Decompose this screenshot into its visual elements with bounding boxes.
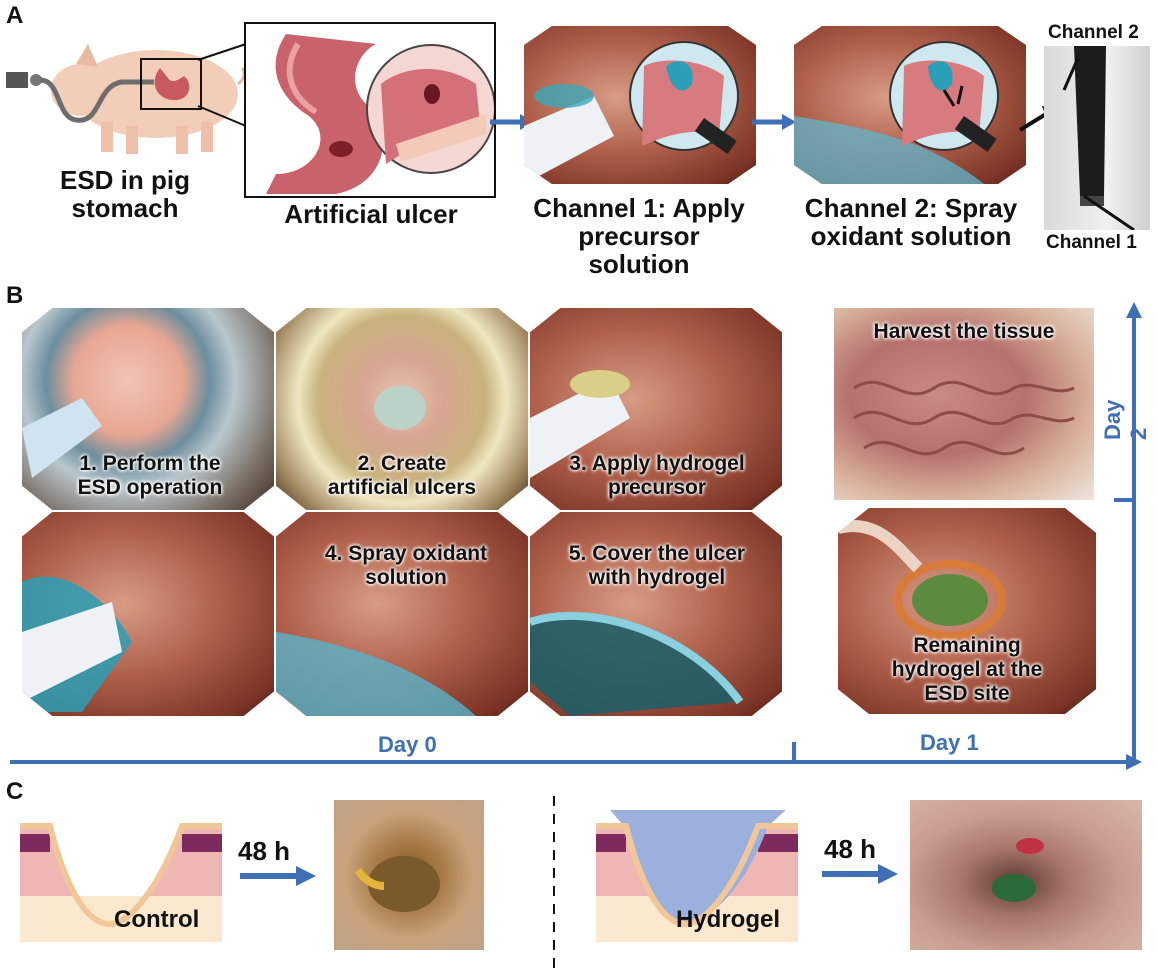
remaining-caption: Remaining hydrogel at the ESD site (891, 634, 1043, 705)
step2-image (276, 308, 528, 510)
step5-image (530, 512, 782, 716)
arrow-control (240, 866, 316, 886)
pig-stomach-zoom-box (140, 58, 202, 110)
zoom-lines (197, 43, 247, 127)
day1-label: Day 1 (920, 730, 979, 755)
channel1-label: Channel 1: Apply precursor solution (533, 193, 745, 279)
pig-illustration (6, 44, 246, 154)
arrow-to-channel2 (752, 114, 796, 130)
step1-image (22, 308, 274, 510)
pig-label: ESD in pig stomach (60, 165, 190, 223)
endoscope-tip-photo (1044, 46, 1150, 230)
day2-label: Day 2 (1100, 399, 1151, 440)
channel1-endoscope-image (524, 26, 756, 184)
panel-c-letter: C (6, 778, 24, 805)
time-right-label: 48 h (824, 834, 877, 864)
control-label: Control (114, 906, 200, 933)
control-48h-photo (334, 800, 484, 950)
panel-a-letter: A (6, 2, 24, 29)
step1-caption: 1. Perform the ESD operation (77, 452, 223, 499)
day0-label: Day 0 (378, 732, 437, 757)
step3-image (530, 308, 782, 510)
time-left-label: 48 h (238, 836, 291, 866)
hydrogel-label: Hydrogel (676, 906, 781, 933)
harvested-tissue-photo (834, 308, 1094, 500)
channel2-tag: Channel 2 (1048, 22, 1139, 43)
hydrogel-ulcer-schematic (596, 806, 798, 942)
step4a-image (22, 512, 274, 716)
step4b-image (276, 512, 528, 716)
channel2-label: Channel 2: Spray oxidant solution (804, 193, 1018, 251)
step5-caption: 5. Cover the ulcer with hydrogel (568, 542, 746, 589)
panel-b-letter: B (6, 282, 24, 309)
channel2-endoscope-image (794, 26, 1026, 184)
arrow-hydrogel (822, 864, 898, 884)
step3-caption: 3. Apply hydrogel precursor (569, 452, 745, 499)
harvest-caption: Harvest the tissue (873, 320, 1055, 343)
hydrogel-48h-photo (910, 800, 1142, 950)
remaining-hydrogel-image (838, 508, 1096, 714)
timeline-axes (10, 302, 1142, 770)
ulcer-illustration-box (244, 22, 496, 198)
ulcer-label: Artificial ulcer (284, 199, 458, 229)
channel1-tag: Channel 1 (1046, 232, 1137, 253)
step2-caption: 2. Create artificial ulcers (327, 452, 477, 499)
control-ulcer-schematic (20, 806, 222, 942)
panel-c-divider (553, 796, 555, 968)
step4-caption: 4. Spray oxidant solution (324, 542, 488, 589)
